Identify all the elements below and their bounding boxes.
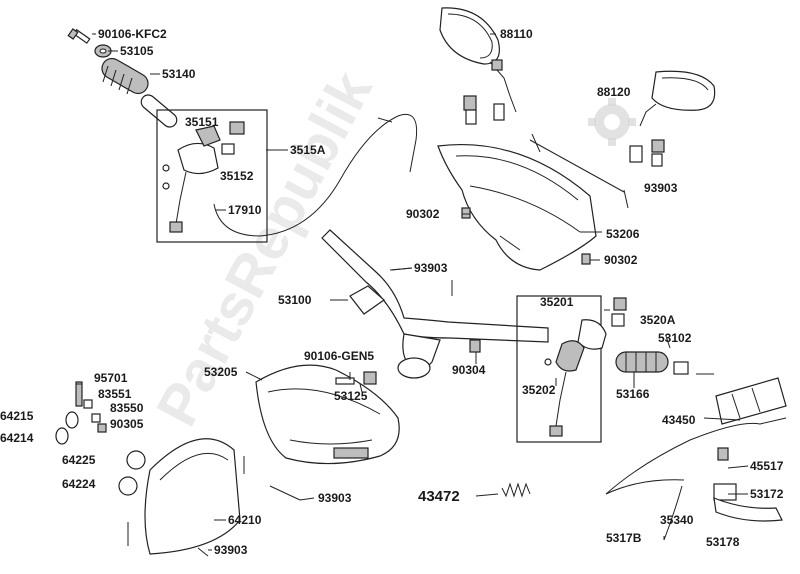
callout-label: 93903	[318, 491, 352, 505]
callout-label: 64214	[0, 431, 34, 445]
gear-watermark-icon	[588, 98, 636, 146]
callout-label: 53102	[658, 331, 692, 345]
callout-label: 35152	[220, 169, 254, 183]
rear-handle-cover-part	[437, 143, 597, 271]
callout-label: 90302	[406, 207, 440, 221]
label-sticker-part	[715, 377, 787, 425]
fastener-stack-part	[55, 381, 107, 445]
left-switch-housing-part	[162, 121, 245, 233]
callout-label: 64210	[228, 513, 262, 527]
brake-cable-part	[605, 417, 787, 495]
left-mirror-part	[439, 7, 517, 113]
callout-label: 35202	[522, 383, 556, 397]
right-switch-assembly-box	[516, 295, 602, 443]
callout-label: 35340	[660, 513, 694, 527]
cap-part	[118, 450, 146, 496]
callout-label: 90302	[604, 253, 638, 267]
screw-part	[127, 456, 301, 557]
callout-label: 88110	[500, 27, 533, 41]
right-switch-housing-part	[544, 297, 627, 437]
bolt-part	[461, 133, 629, 265]
callout-label: 90106-KFC2	[98, 27, 167, 41]
cable-part	[213, 114, 418, 237]
callout-label: 53125	[334, 389, 368, 403]
callout-label: 90305	[110, 417, 144, 431]
screw-part	[67, 28, 91, 44]
callout-label: 83550	[110, 401, 144, 415]
handlebar-part	[321, 229, 549, 379]
callout-label: 64215	[0, 409, 34, 423]
callout-label: 93903	[644, 181, 678, 195]
callout-label: 3520A	[640, 313, 676, 327]
callout-label: 90304	[452, 363, 486, 377]
screw-part	[335, 371, 377, 385]
throttle-tube-part	[140, 94, 178, 128]
callout-label: 53172	[750, 487, 784, 501]
callout-label: 53205	[204, 365, 238, 379]
callout-label: 53100	[278, 293, 312, 307]
brake-lever-part	[663, 447, 783, 541]
callout-label: 95701	[94, 371, 128, 385]
mirror-mount-part	[463, 95, 665, 167]
callout-label: 35201	[540, 295, 574, 309]
callout-label: 43450	[662, 413, 696, 427]
callout-label: 5317B	[606, 531, 642, 545]
left-switch-assembly-box	[156, 109, 268, 243]
callout-label: 88120	[597, 85, 631, 99]
callout-label: 53206	[606, 227, 640, 241]
callout-label: 93903	[214, 543, 248, 557]
spring-part	[501, 482, 531, 498]
callout-label: 53105	[120, 44, 154, 58]
callout-label: 64225	[62, 453, 96, 467]
callout-label: 93903	[414, 261, 448, 275]
callout-label: 3515A	[290, 143, 326, 157]
callout-label: 45517	[750, 459, 784, 473]
callout-leaders	[76, 33, 749, 551]
right-grip-part	[615, 351, 714, 375]
callout-label: 90106-GEN5	[304, 349, 374, 363]
callout-labels: 90106-KFC2 53105 53140 35151 3515A 35152…	[0, 27, 784, 557]
front-handle-cover-part	[255, 364, 400, 465]
callout-label: 83551	[98, 387, 132, 401]
callout-label: 64224	[62, 477, 96, 491]
callout-label: 53140	[162, 67, 196, 81]
callout-label-large: 43472	[418, 488, 460, 505]
callout-label: 53178	[706, 535, 740, 549]
washer-part	[94, 44, 112, 58]
right-mirror-part	[639, 70, 716, 127]
callout-label: 53166	[616, 387, 650, 401]
grip-part	[101, 57, 149, 95]
callout-label: 17910	[228, 203, 262, 217]
windscreen-part	[144, 438, 241, 555]
callout-label: 35151	[185, 115, 219, 129]
